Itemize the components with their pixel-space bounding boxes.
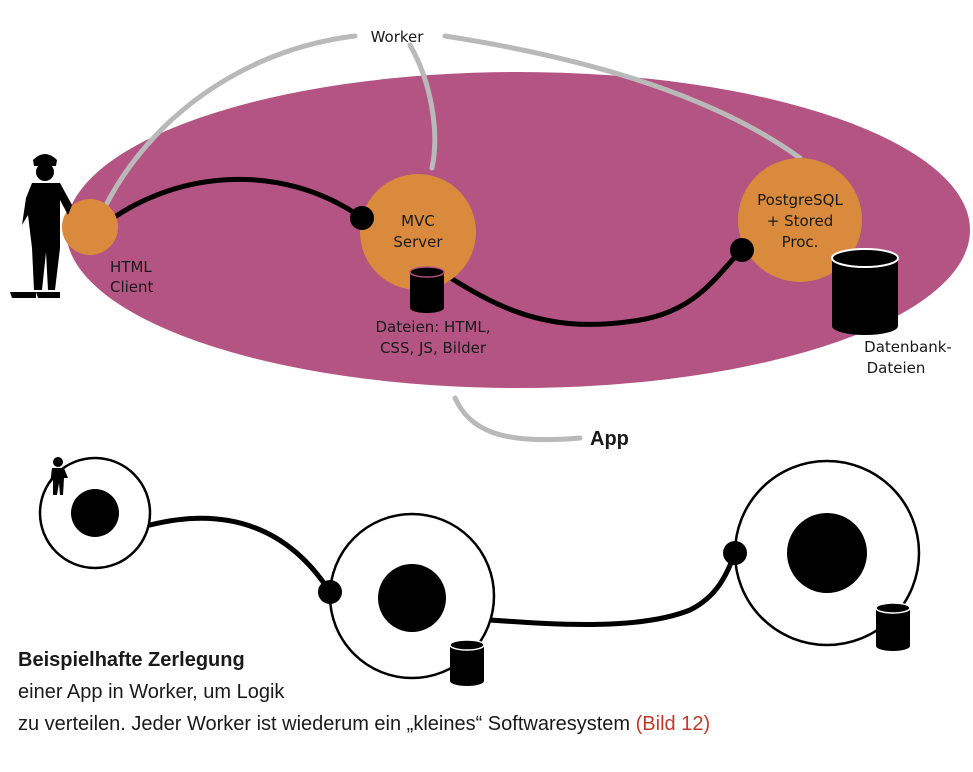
mvc-server-label: Server [393,233,443,251]
postgres-label: + Stored [767,212,834,230]
html-client-node [62,199,118,255]
worker-connector-lines [103,33,803,443]
db-files-label: Datenbank- [864,338,952,356]
flow-line-top [94,176,745,327]
worker-line-client [103,33,358,208]
worker-person-icon [10,154,72,298]
mvc-server-label: MVC [401,212,435,230]
worker-line-server [407,42,438,171]
connection-dot [730,238,754,262]
database-icon [831,248,899,335]
connection-dot [350,206,374,230]
caption-line: zu verteilen. Jeder Worker ist wiederum … [18,708,958,740]
postgres-node [738,158,862,282]
app-pointer-line [452,395,583,443]
worker-person-icon [50,457,68,495]
db-files-label: Dateien [867,359,926,377]
app-label: App [590,428,629,450]
database-icon [449,639,485,686]
files-database-icon [409,266,445,313]
files-label: Dateien: HTML, [375,318,490,336]
connection-dot [723,541,747,565]
database-icon [875,602,911,651]
caption-text: zu verteilen. Jeder Worker ist wiederum … [18,713,636,735]
worker-ring-large [733,459,921,647]
files-label: CSS, JS, Bilder [380,339,487,357]
postgres-label: PostgreSQL [757,191,843,209]
figure-caption: Beispielhafte Zerlegung einer App in Wor… [18,644,958,740]
worker-ring-medium [328,512,496,680]
caption-title: Beispielhafte Zerlegung [18,649,245,671]
html-client-label: Client [110,278,154,296]
worker-label: Worker [371,28,425,46]
mvc-server-node [360,174,476,290]
flow-line-bottom [147,515,738,627]
worker-line-postgres [442,33,803,161]
app-ellipse [66,72,970,388]
html-client-label: HTML [110,258,152,276]
figure-reference-link[interactable]: (Bild 12) [635,713,711,735]
caption-line: einer App in Worker, um Logik [18,681,285,703]
connection-dot [318,580,342,604]
worker-ring-small [38,456,152,570]
postgres-label: Proc. [782,233,819,251]
